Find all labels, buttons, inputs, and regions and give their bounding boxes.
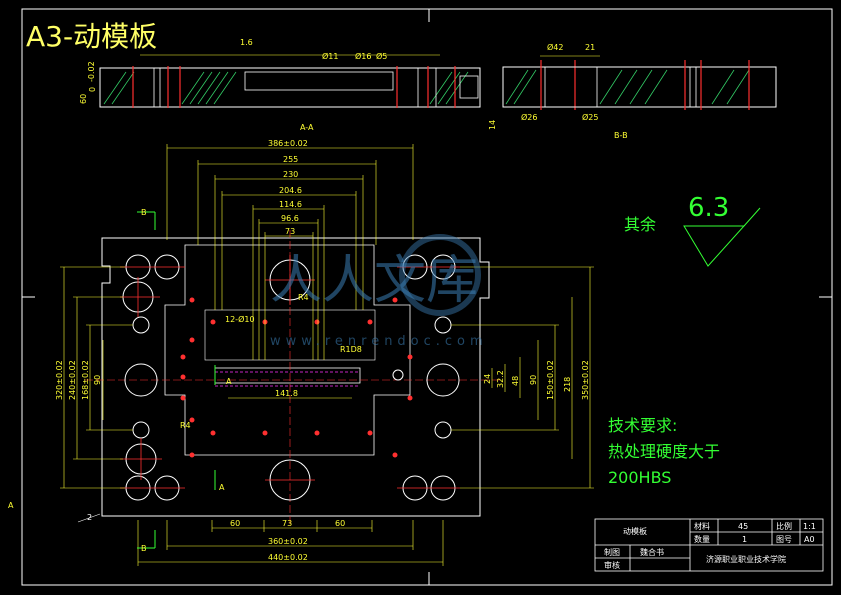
tb-qty: 1: [742, 535, 747, 544]
bb-dim-25: Ø25: [582, 112, 598, 122]
dim-bottom-60b: 60: [335, 519, 345, 528]
hole-dim-1: Ø11: [322, 51, 338, 61]
dim-right-150: 150±0.02: [546, 360, 555, 400]
dimension-lines: [60, 144, 594, 566]
watermark-url: www.renrendoc.com: [270, 334, 488, 349]
dim-inner-r4: R4: [298, 293, 309, 302]
dim-inner-r1d8: R1D8: [340, 345, 362, 354]
drawing-title: A3-动模板: [26, 20, 157, 53]
section-view-bb: Ø42 21 Ø26 Ø25 14: [488, 42, 777, 130]
dim-bottom-360: 360±0.02: [268, 537, 308, 546]
marker-b-bottom: B: [141, 544, 147, 553]
roughness-label: 其余: [624, 215, 656, 234]
dim-114: 114.6: [279, 200, 302, 209]
bb-dim-21: 21: [585, 43, 595, 52]
dim-right-24: 24: [483, 374, 492, 384]
plan-view: [85, 230, 500, 525]
dim-inner-holes: 12-Ø10: [225, 314, 255, 324]
dim-right-90: 90: [529, 375, 538, 385]
marker-a-edge: A: [8, 501, 14, 510]
title-block: [594, 518, 824, 572]
section-label-aa: A-A: [300, 123, 314, 132]
dim-right-32: 32.2: [496, 370, 505, 388]
hole-dim-2: Ø16: [355, 51, 371, 61]
dim-230: 230: [283, 170, 298, 179]
marker-a-top: A: [226, 377, 232, 386]
left-dim-0: 0: [88, 87, 97, 92]
tech-line-2: 200HBS: [608, 468, 671, 487]
dim-386: 386±0.02: [268, 139, 308, 148]
dim-left-90: 90: [93, 375, 102, 385]
tb-material-label: 材料: [694, 521, 710, 531]
dim-right-48: 48: [511, 376, 520, 386]
tech-line-1: 热处理硬度大于: [608, 442, 720, 461]
bb-dim-42: Ø42: [547, 42, 563, 52]
dim-inner-141: 141.8: [275, 389, 298, 398]
left-dim-60: 60: [79, 94, 88, 104]
dim-right-218: 218: [563, 377, 572, 392]
dim-bottom-440: 440±0.02: [268, 553, 308, 562]
dim-73: 73: [285, 227, 295, 236]
dim-left-168: 168±0.02: [81, 360, 90, 400]
dim-inner-r4b: R4: [180, 421, 191, 430]
roughness-value: 6.3: [688, 193, 729, 223]
tb-drawno: A0: [804, 535, 815, 544]
tech-heading: 技术要求:: [608, 416, 677, 435]
watermark-text: 人人文库: [270, 251, 478, 311]
roughness-symbol: 其余 6.3: [624, 193, 761, 267]
left-dim-tol: -0.02: [87, 61, 96, 82]
tb-scale-label: 比例: [776, 521, 792, 531]
bb-dim-26: Ø26: [521, 112, 537, 122]
marker-b-top: B: [141, 208, 147, 217]
tb-drawn-label: 制图: [604, 547, 620, 557]
dim-bottom-60a: 60: [230, 519, 240, 528]
tb-qty-label: 数量: [694, 534, 710, 544]
tb-drawn-by: 魏合书: [640, 547, 664, 557]
angle-dim: 1.6: [240, 38, 253, 47]
dim-255: 255: [283, 155, 298, 164]
dim-bottom-73: 73: [282, 519, 292, 528]
tb-drawno-label: 图号: [776, 535, 792, 544]
section-label-bb: B-B: [614, 131, 628, 140]
tb-material: 45: [738, 522, 748, 531]
watermark: 人人文库 www.renrendoc.com: [270, 234, 488, 349]
tb-part-name: 动模板: [623, 526, 647, 536]
dim-left-320: 320±0.02: [55, 360, 64, 400]
dim-right-350: 350±0.02: [581, 360, 590, 400]
tb-check-label: 审核: [604, 560, 620, 570]
drawing-frame: [21, 8, 833, 586]
marker-a-bottom: A: [219, 483, 225, 492]
tb-scale: 1:1: [803, 522, 816, 531]
section-view-aa: Ø11 Ø16 Ø5 1.6 60 0 -0.02: [79, 38, 481, 108]
dim-96: 96.6: [281, 214, 299, 223]
section-markers: [137, 211, 216, 549]
bb-dim-14: 14: [488, 120, 497, 130]
tb-school: 济源职业职业技术学院: [706, 554, 786, 564]
dim-204: 204.6: [279, 186, 302, 195]
hole-dim-3: Ø5: [376, 51, 387, 61]
dim-left-240: 240±0.02: [68, 360, 77, 400]
